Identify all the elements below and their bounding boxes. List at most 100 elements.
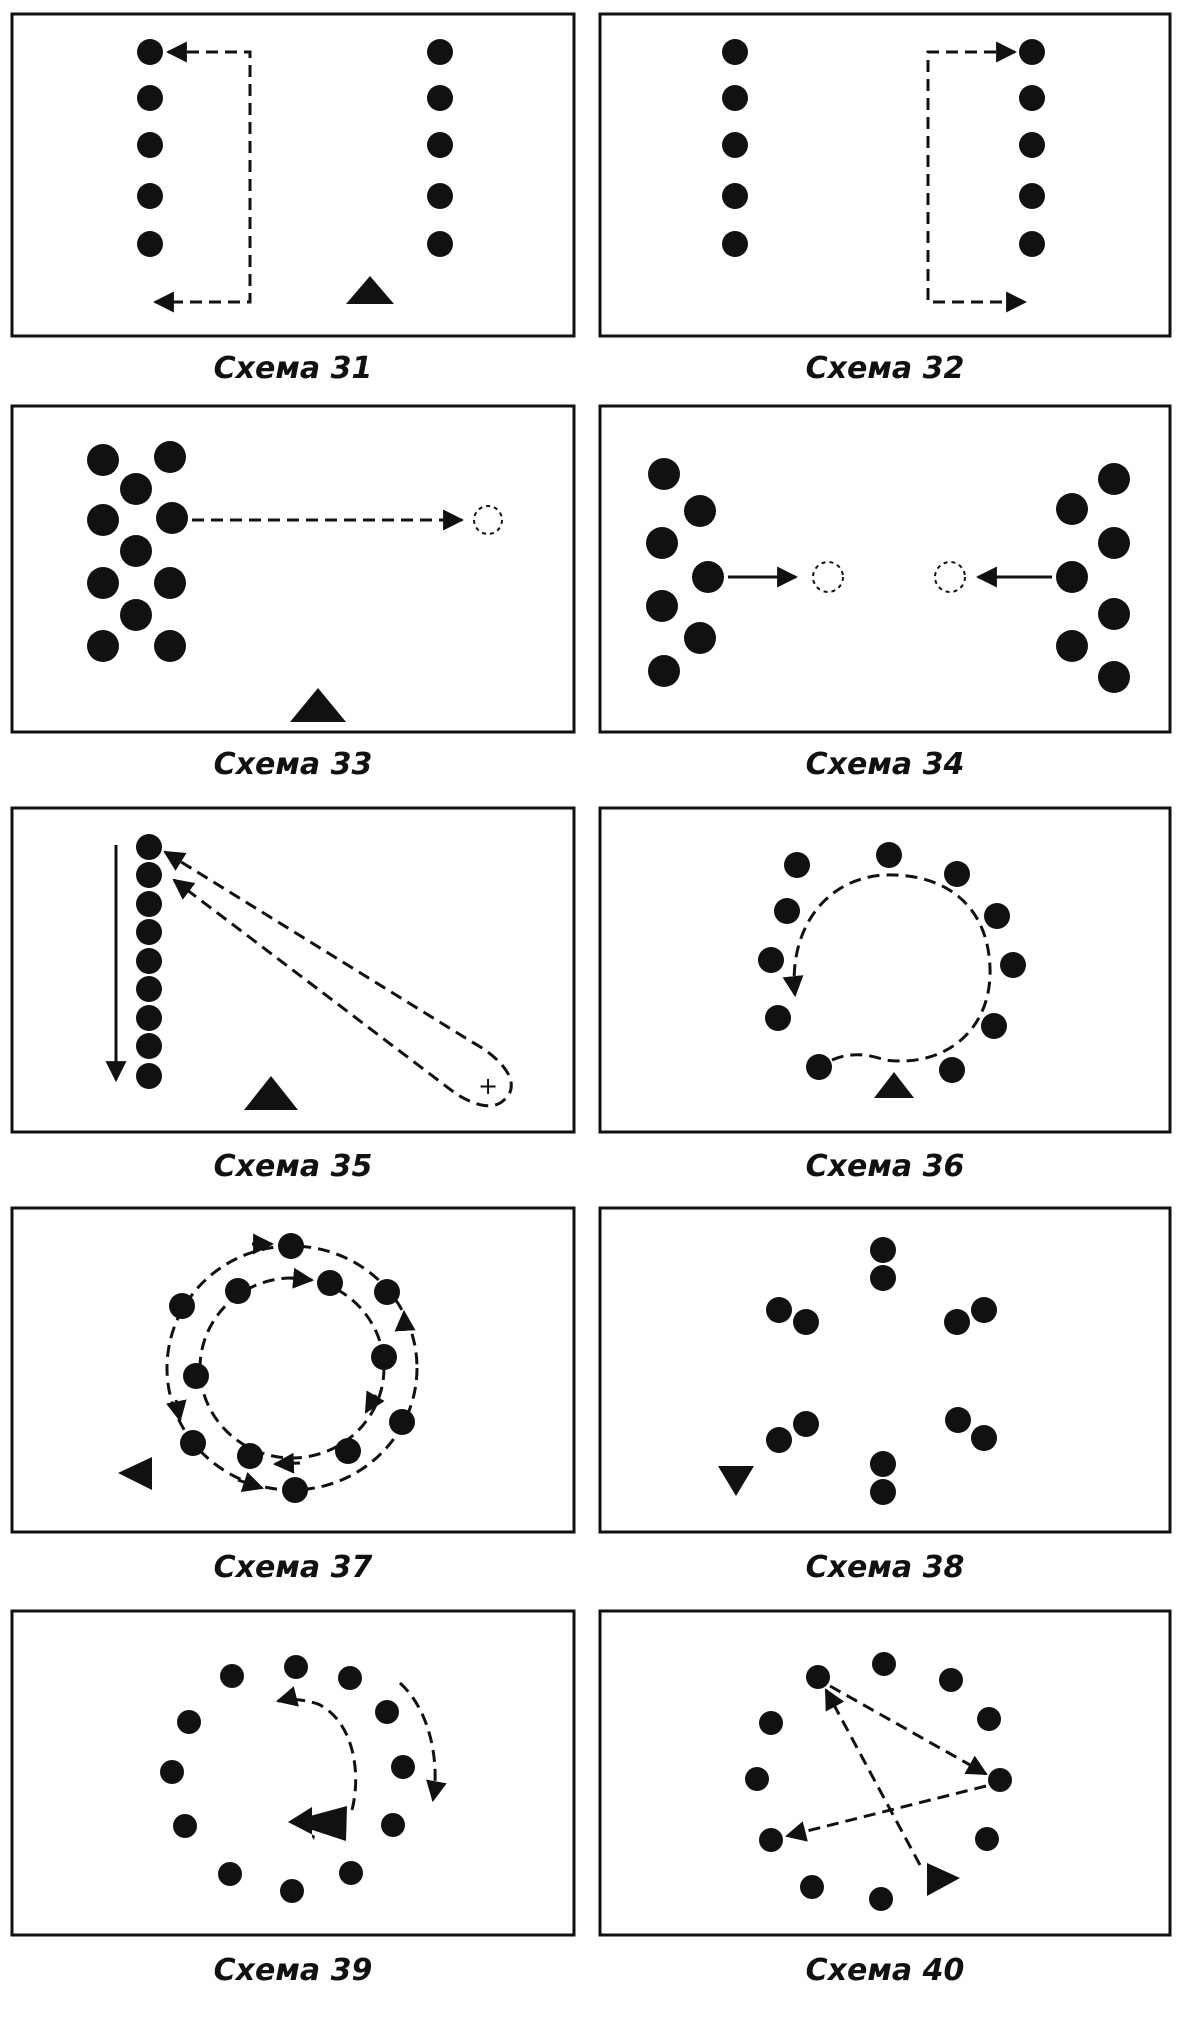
leader-triangle-icon (290, 688, 346, 722)
player-dot (427, 183, 453, 209)
player-dot (646, 527, 678, 559)
scheme-37-caption: Схема 37 (214, 1550, 373, 1585)
player-dot (784, 852, 810, 878)
scheme-32-left-column (722, 39, 748, 257)
player-dot (939, 1057, 965, 1083)
player-dot (988, 1768, 1012, 1792)
player-dot (648, 458, 680, 490)
player-dot (1000, 952, 1026, 978)
player-dot (136, 862, 162, 888)
player-dot (391, 1755, 415, 1779)
scheme-40-caption: Схема 40 (806, 1953, 965, 1988)
player-dot (806, 1665, 830, 1689)
scheme-31-field (10, 12, 576, 338)
scheme-39: Схема 39 (10, 1609, 576, 1988)
scheme-38-pair-upper-right (944, 1297, 997, 1335)
movement-path (784, 1784, 987, 1842)
player-dot (646, 590, 678, 622)
player-dot (1098, 463, 1130, 495)
leader-triangle-icon (874, 1072, 914, 1098)
player-dot (800, 1875, 824, 1899)
direction-arrow (272, 1452, 301, 1474)
scheme-34-left-formation (646, 458, 724, 687)
scheme-38: Схема 38 (598, 1206, 1172, 1585)
player-dot (137, 85, 163, 111)
scheme-31: Схема 31 (10, 12, 576, 386)
player-dot (427, 85, 453, 111)
player-dot (971, 1425, 997, 1451)
player-dot (648, 655, 680, 687)
player-dot (136, 834, 162, 860)
player-dot (375, 1700, 399, 1724)
scheme-33-caption: Схема 33 (214, 747, 373, 782)
scheme-38-pair-bottom (870, 1451, 896, 1505)
player-dot (722, 39, 748, 65)
player-dot (1019, 231, 1045, 257)
player-dot (154, 630, 186, 662)
scheme-31-caption: Схема 31 (214, 351, 373, 386)
player-dot (945, 1407, 971, 1433)
player-dot (120, 535, 152, 567)
scheme-36-circle (758, 842, 1026, 1083)
player-dot (177, 1710, 201, 1734)
player-dot (1019, 183, 1045, 209)
player-dot (136, 948, 162, 974)
player-dot (722, 231, 748, 257)
player-dot (381, 1813, 405, 1837)
scheme-33: Схема 33 (10, 404, 576, 782)
player-dot (1019, 132, 1045, 158)
player-dot (136, 919, 162, 945)
player-dot (793, 1309, 819, 1335)
scheme-35: + Схема 35 (10, 806, 576, 1184)
outer-movement-path (165, 1244, 419, 1492)
player-dot (136, 1033, 162, 1059)
player-dot (183, 1363, 209, 1389)
player-dot (977, 1707, 1001, 1731)
player-dot (869, 1887, 893, 1911)
player-dot (154, 567, 186, 599)
player-dot (806, 1054, 832, 1080)
player-dot (1056, 493, 1088, 525)
player-dot (220, 1664, 244, 1688)
player-dot (225, 1278, 251, 1304)
player-dot (137, 39, 163, 65)
player-dot (87, 567, 119, 599)
direction-arrow (394, 1309, 416, 1332)
player-dot (944, 1309, 970, 1335)
player-dot (154, 441, 186, 473)
player-dot (156, 502, 188, 534)
movement-path (926, 41, 1028, 313)
scheme-38-pair-lower-right (945, 1407, 997, 1451)
player-dot (793, 1411, 819, 1437)
player-dot (1019, 85, 1045, 111)
player-dot (1056, 561, 1088, 593)
leader-triangle-icon (244, 1076, 298, 1110)
player-dot (374, 1279, 400, 1305)
leader-triangle-icon (346, 276, 394, 304)
player-dot (766, 1297, 792, 1323)
player-dot (317, 1270, 343, 1296)
player-dot (722, 132, 748, 158)
leader-triangle-icon (718, 1466, 754, 1496)
scheme-40: Схема 40 (598, 1609, 1172, 1988)
player-dot (870, 1479, 896, 1505)
player-dot (971, 1297, 997, 1323)
player-dot (160, 1760, 184, 1784)
player-dot (280, 1879, 304, 1903)
player-dot (1098, 527, 1130, 559)
scheme-34-caption: Схема 34 (806, 747, 965, 782)
player-dot (339, 1861, 363, 1885)
player-dot (1098, 598, 1130, 630)
scheme-35-column (136, 834, 162, 1089)
direction-arrow (237, 1472, 264, 1492)
player-dot (870, 1237, 896, 1263)
player-dot (944, 861, 970, 887)
player-dot (939, 1668, 963, 1692)
movement-path (152, 41, 252, 313)
turn-marker: + (478, 1072, 498, 1100)
scheme-33-formation (87, 441, 188, 662)
player-dot (745, 1767, 769, 1791)
target-circle-icon (812, 561, 844, 593)
direction-arrow (364, 1390, 385, 1414)
direction-arrow (165, 1399, 187, 1423)
